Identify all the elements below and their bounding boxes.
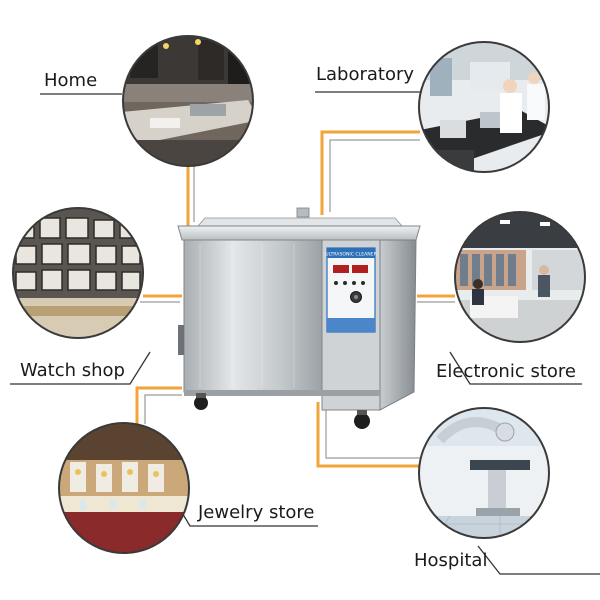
label-laboratory: Laboratory	[316, 64, 415, 85]
temperature-display	[352, 265, 368, 273]
panel-buttons	[334, 281, 365, 285]
hospital-photo	[418, 407, 550, 539]
label-home: Home	[44, 70, 98, 91]
electronic-store-photo	[454, 211, 586, 343]
home-photo	[122, 35, 254, 167]
watch-shop-photo	[12, 207, 144, 339]
jewelry-store-photo	[58, 422, 190, 554]
caster-wheels	[194, 393, 370, 429]
label-hospital: Hospital	[414, 550, 488, 571]
label-jewelry-store: Jewelry store	[198, 502, 315, 523]
laboratory-photo	[418, 41, 550, 173]
label-watch-shop: Watch shop	[20, 360, 125, 381]
ultrasonic-cleaner-machine: ULTRASONIC CLEANER	[177, 207, 421, 429]
panel-title-text: ULTRASONIC CLEANER	[325, 252, 377, 258]
label-electronic-store: Electronic store	[436, 361, 576, 382]
timer-display	[333, 265, 349, 273]
connector-lines	[135, 130, 455, 468]
